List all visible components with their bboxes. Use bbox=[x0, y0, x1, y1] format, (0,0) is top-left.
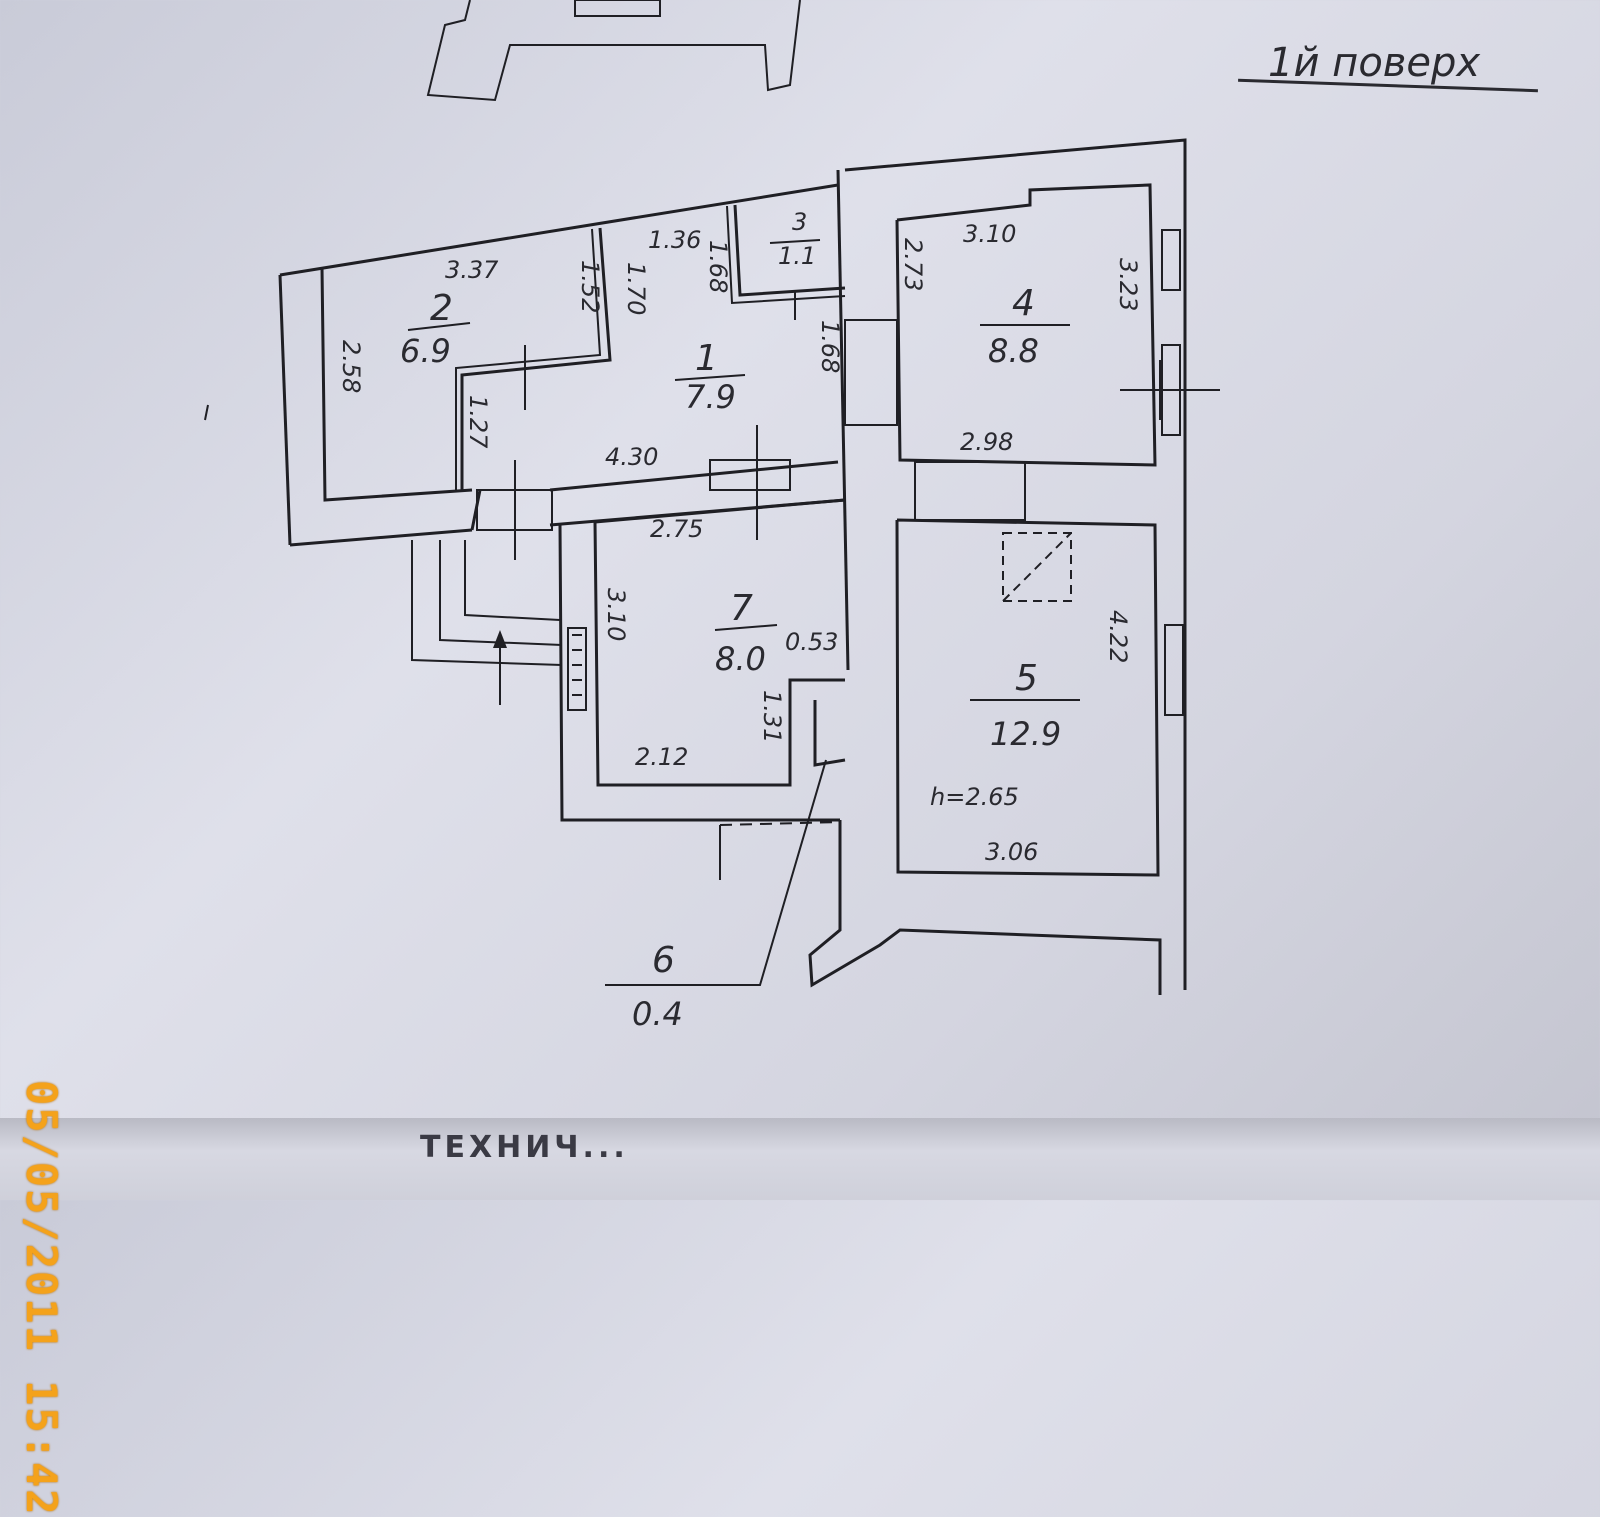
room-3-number: 3 bbox=[792, 208, 807, 236]
dim-2-98: 2.98 bbox=[960, 428, 1013, 456]
dim-1-36: 1.36 bbox=[648, 226, 701, 254]
room-1-area: 7.9 bbox=[685, 378, 736, 416]
dim-4-30: 4.30 bbox=[605, 443, 658, 471]
footer-fragment: ТЕХНИЧ... bbox=[420, 1130, 629, 1165]
dim-2-73: 2.73 bbox=[899, 238, 927, 291]
dim-3-06: 3.06 bbox=[985, 838, 1038, 866]
floor-plan: 1 7.9 2 6.9 3 1.1 4 8.8 5 12.9 h=2.65 6 … bbox=[204, 0, 1220, 1033]
dim-1-52: 1.52 bbox=[576, 260, 604, 313]
dim-3-37: 3.37 bbox=[445, 256, 499, 284]
dim-3-23: 3.23 bbox=[1114, 258, 1142, 311]
dim-3-10-top: 3.10 bbox=[963, 220, 1016, 248]
dim-1-27: 1.27 bbox=[464, 395, 492, 449]
room-6-area: 0.4 bbox=[632, 995, 683, 1033]
walls-left-block bbox=[204, 138, 1220, 995]
room-6-number: 6 bbox=[652, 940, 675, 981]
room-5-number: 5 bbox=[1015, 658, 1038, 699]
room-5-area: 12.9 bbox=[990, 715, 1061, 753]
dim-0-53: 0.53 bbox=[785, 628, 838, 656]
dim-2-12: 2.12 bbox=[635, 743, 688, 771]
paper-edge bbox=[0, 1118, 1600, 1200]
room-3-area: 1.1 bbox=[778, 242, 816, 270]
room-7-area: 8.0 bbox=[715, 640, 766, 678]
dim-3-10-left: 3.10 bbox=[602, 588, 630, 641]
room-4-area: 8.8 bbox=[988, 332, 1039, 370]
upper-fragment bbox=[426, 0, 801, 102]
dim-4-22: 4.22 bbox=[1104, 610, 1132, 663]
room-2-area: 6.9 bbox=[400, 332, 451, 370]
dim-1-70: 1.70 bbox=[622, 262, 650, 315]
dim-2-75: 2.75 bbox=[650, 515, 703, 543]
dim-2-58: 2.58 bbox=[337, 340, 365, 393]
room-5-height: h=2.65 bbox=[930, 783, 1019, 811]
dim-1-68: 1.68 bbox=[816, 320, 844, 373]
camera-timestamp: 05/05/2011 15:42 bbox=[17, 1080, 66, 1517]
floor-label: 1й поверх bbox=[1268, 40, 1481, 86]
room-2-number: 2 bbox=[430, 288, 453, 329]
dim-1-31: 1.31 bbox=[758, 690, 786, 743]
room-4-number: 4 bbox=[1012, 283, 1035, 324]
dim-1-68-small: 1.68 bbox=[704, 240, 732, 293]
room-7-number: 7 bbox=[730, 588, 753, 629]
room-1-number: 1 bbox=[695, 338, 718, 379]
